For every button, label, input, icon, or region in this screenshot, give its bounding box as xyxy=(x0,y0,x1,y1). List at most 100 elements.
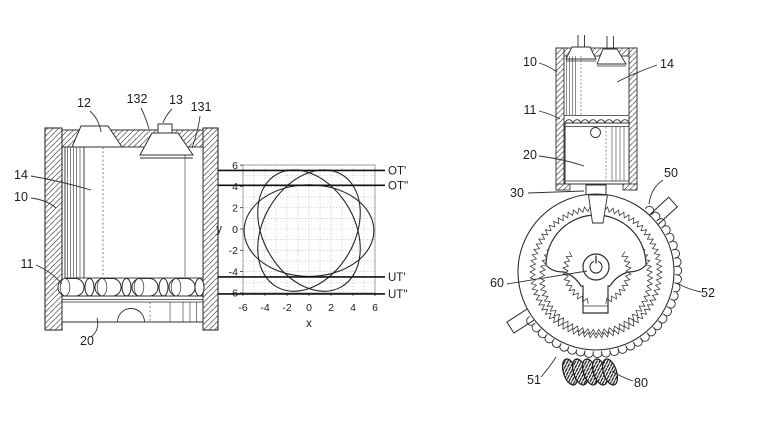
y-tick-label: 2 xyxy=(232,203,238,215)
leader-14-left xyxy=(30,175,92,191)
ring-internal-teeth xyxy=(529,205,663,339)
leader-10-right xyxy=(538,62,558,73)
ref-label-left-20: 20 xyxy=(80,334,94,348)
y-tick-label: 6 xyxy=(232,160,238,172)
ref-label-right-50: 50 xyxy=(664,166,678,180)
ref-label-right-80: 80 xyxy=(634,376,648,390)
reference-line-label: UT' xyxy=(388,272,406,284)
reference-line-label: OT' xyxy=(388,165,406,177)
piston-20 xyxy=(61,295,204,323)
leader-20-left xyxy=(90,317,99,338)
y-tick-label: 4 xyxy=(232,181,238,193)
leader-11-right xyxy=(538,110,561,120)
right-funnel-exhaust xyxy=(596,36,627,67)
working-chamber-14 xyxy=(64,146,204,279)
leader-60 xyxy=(506,270,588,285)
curve-ellipse-120deg xyxy=(257,169,361,292)
ref-label-left-13: 13 xyxy=(169,93,183,107)
leader-30 xyxy=(527,190,585,194)
path-shape xyxy=(606,36,614,49)
roller-row-11 xyxy=(57,278,205,297)
path-shape xyxy=(611,127,625,181)
cylinder-foot-left xyxy=(555,183,571,191)
ellipse-shape xyxy=(59,278,71,297)
cylinder-foot-right xyxy=(622,183,638,191)
ref-label-right-20: 20 xyxy=(523,148,537,162)
outer-teeth xyxy=(526,205,683,359)
ref-label-left-132: 132 xyxy=(127,92,148,106)
leader-131 xyxy=(191,115,201,149)
ellipse-shape xyxy=(194,278,205,297)
left-housing-left-wall xyxy=(44,127,63,331)
ref-label-right-51: 51 xyxy=(527,373,541,387)
chart-grid xyxy=(242,164,376,294)
leader-14-right xyxy=(616,64,658,83)
leader-50 xyxy=(648,179,664,205)
leader-52 xyxy=(676,282,702,293)
ref-label-right-60: 60 xyxy=(490,276,504,290)
ellipse-shape xyxy=(96,278,108,297)
ellipse-shape xyxy=(133,278,145,297)
right-chamber-lamella-lines xyxy=(566,56,582,115)
y-axis-label: y xyxy=(216,224,222,236)
ref-label-left-131: 131 xyxy=(191,100,212,114)
ref-label-right-10: 10 xyxy=(523,55,537,69)
crank-hub xyxy=(582,253,610,281)
ellipse-shape xyxy=(158,278,169,297)
ref-label-right-52: 52 xyxy=(701,286,715,300)
chamber-lamella-lines xyxy=(67,147,186,278)
path-shape xyxy=(62,299,203,303)
right-piston-20 xyxy=(564,122,630,185)
ellipse-shape xyxy=(84,278,95,297)
leader-51 xyxy=(540,356,557,378)
reference-line-label: UT'' xyxy=(388,289,408,301)
figure-right-engine-unit xyxy=(506,35,683,386)
path-shape xyxy=(566,56,576,115)
hub-keyway-arc xyxy=(589,260,603,274)
curve-ellipse-60deg xyxy=(257,169,361,292)
x-tick-label: 2 xyxy=(328,302,334,314)
figure-left-cylinder-section xyxy=(44,123,219,331)
x-tick-label: 6 xyxy=(372,302,378,314)
ring-gear-drive xyxy=(506,193,683,386)
reference-line-label: OT'' xyxy=(388,180,408,192)
hub-teeth-left xyxy=(562,251,589,304)
ref-label-right-30: 30 xyxy=(510,186,524,200)
ref-label-left-10: 10 xyxy=(14,190,28,204)
funnel-13-bell xyxy=(139,132,194,156)
y-tick-label: -2 xyxy=(229,245,238,257)
y-tick-label: 0 xyxy=(232,224,238,236)
x-tick-label: -4 xyxy=(260,302,269,314)
shaft-notch xyxy=(587,194,609,224)
path-shape xyxy=(577,35,585,47)
leader-10-left xyxy=(30,197,57,209)
x-tick-label: -6 xyxy=(238,302,247,314)
funnel-13-stem xyxy=(157,123,173,134)
ellipse-shape xyxy=(121,278,132,297)
piston-pin-bore xyxy=(590,127,601,138)
ref-label-left-14: 14 xyxy=(14,168,28,182)
right-housing-right-wall xyxy=(628,47,638,191)
leader-13 xyxy=(162,108,173,124)
spring-coil xyxy=(601,358,619,386)
ellipse-shape xyxy=(170,278,182,297)
funnel-12 xyxy=(71,125,123,148)
ref-label-left-11: 11 xyxy=(21,257,34,271)
polygon-shape xyxy=(596,48,627,65)
leader-11-left xyxy=(35,264,63,285)
coil-spring-80 xyxy=(561,358,619,386)
leader-12 xyxy=(89,110,102,133)
hub-teeth-right xyxy=(605,251,632,304)
rect-shape xyxy=(564,122,630,185)
leader-20-right xyxy=(538,155,585,167)
x-tick-label: 4 xyxy=(350,302,356,314)
leader-lines xyxy=(30,62,702,382)
right-roller-row-11 xyxy=(564,115,630,125)
leader-80 xyxy=(611,370,634,382)
ref-label-left-12: 12 xyxy=(77,96,91,110)
ref-label-right-14: 14 xyxy=(660,57,674,71)
